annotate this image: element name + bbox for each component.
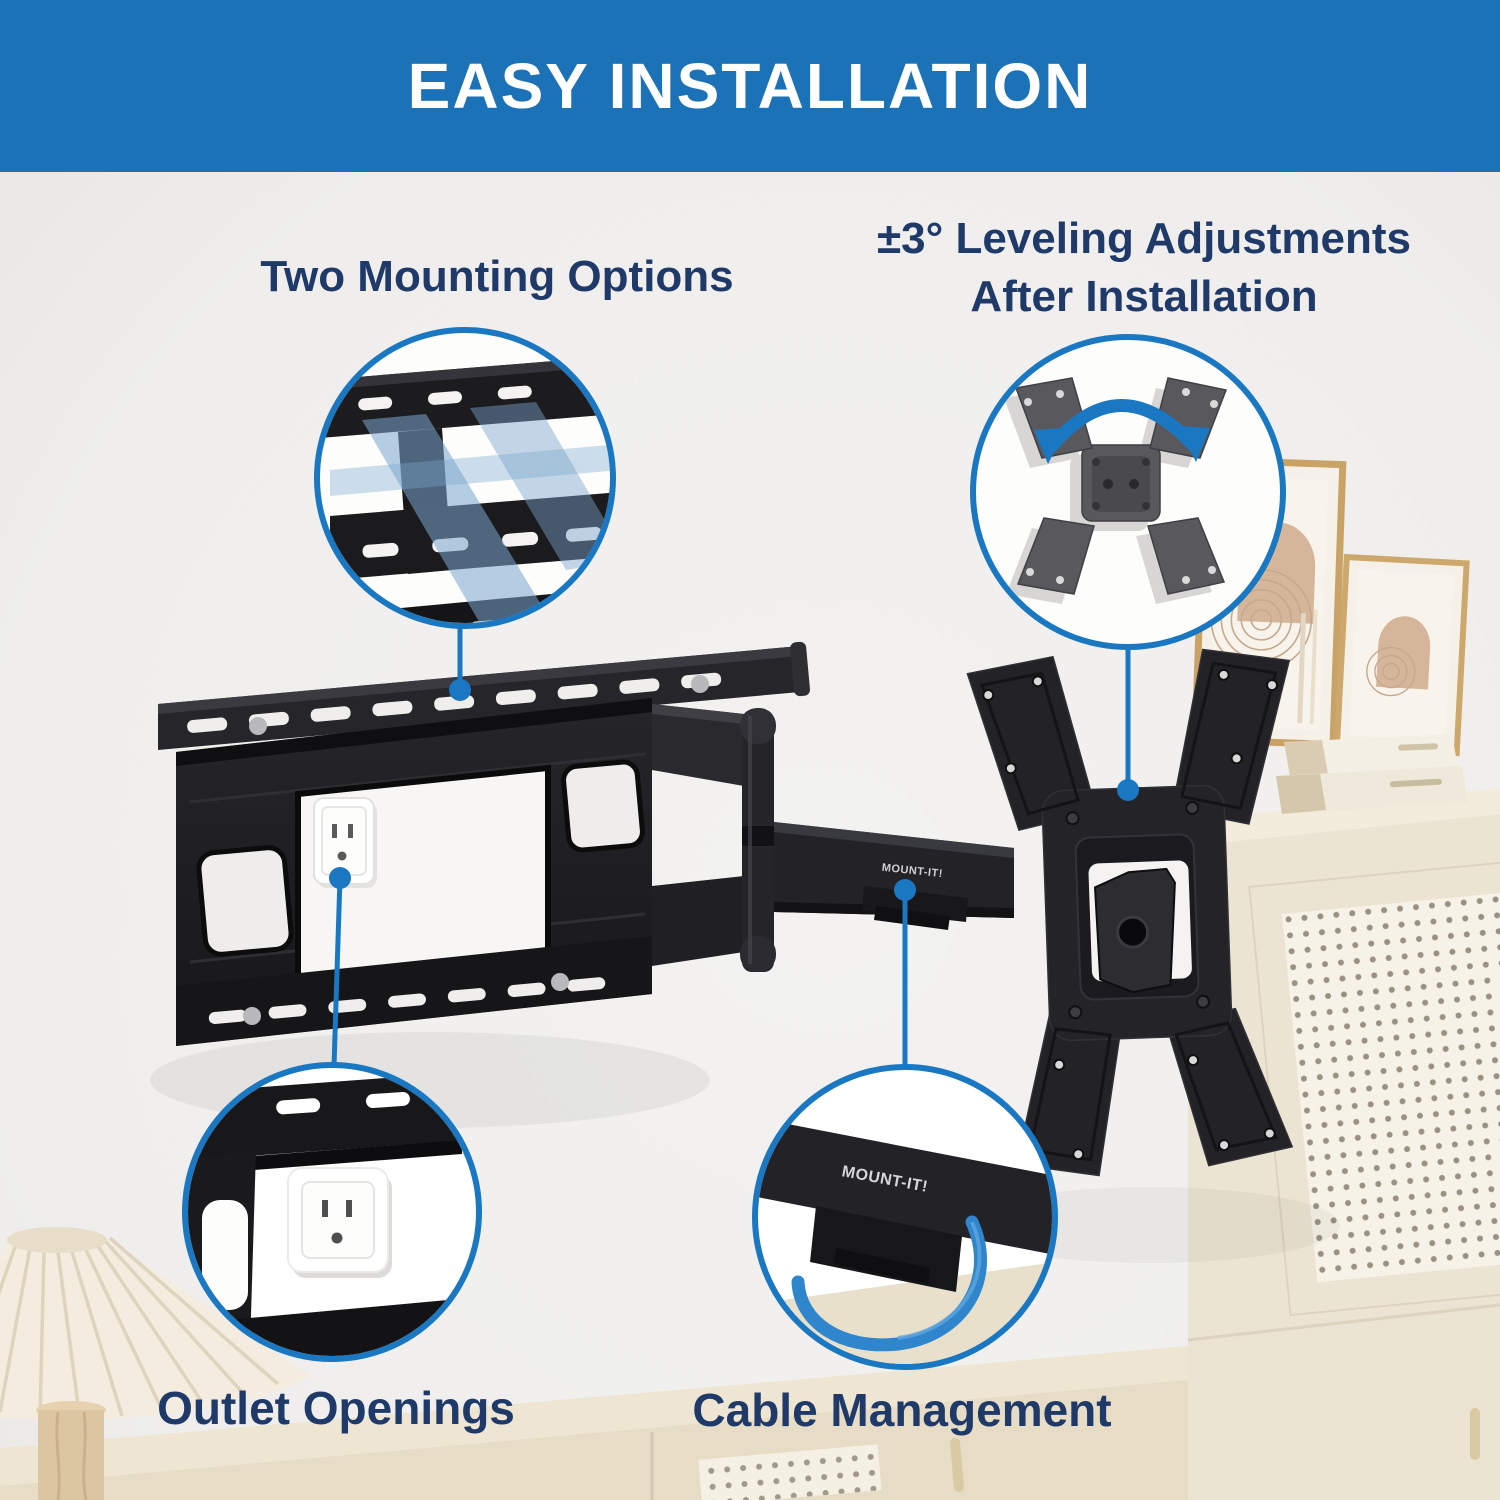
wall-outlet (313, 797, 377, 888)
callout-mounting-options (314, 327, 616, 629)
vesa-plate (966, 648, 1294, 1177)
callout-connectors (331, 626, 1131, 1068)
label-leveling-line1: ±3° Leveling Adjustments (877, 214, 1411, 263)
outlet-zoom (287, 1167, 392, 1278)
label-leveling-adjustments: ±3° Leveling Adjustments After Installat… (877, 210, 1411, 326)
credenza-bottom (0, 1346, 1188, 1500)
credenza-handle (950, 1438, 964, 1492)
callout-leveling (970, 334, 1286, 650)
table-lamp (0, 1227, 310, 1500)
mounting-bolt (249, 717, 267, 735)
wall-plate-body (176, 698, 652, 1046)
mounting-bolt (691, 675, 709, 693)
lamp-pleats (0, 1236, 280, 1421)
plate-cutout-right (561, 759, 645, 853)
mounting-bolt (551, 973, 569, 991)
label-two-mounting-options: Two Mounting Options (260, 252, 734, 301)
wall-plate-top-rail (158, 641, 810, 750)
mounting-bolt (243, 1007, 261, 1025)
highlight-strap (470, 402, 610, 570)
tv-wall-mount-product: MOUNT-IT! (158, 641, 1294, 1177)
vesa-screw-holes (982, 668, 1279, 1161)
label-cable-management: Cable Management (692, 1384, 1112, 1436)
stacked-books (1276, 734, 1468, 814)
articulating-arms (652, 704, 776, 972)
label-leveling-line2: After Installation (970, 272, 1318, 321)
callout-dots (329, 679, 1139, 901)
sideboard-right (1187, 788, 1500, 1500)
header-banner: EASY INSTALLATION (0, 0, 1500, 172)
picture-frame-small (1333, 553, 1470, 757)
highlight-strap (362, 414, 560, 623)
label-outlet-openings: Outlet Openings (157, 1382, 515, 1434)
callout-cable: MOUNT-IT! (752, 1064, 1058, 1370)
cabinet-handle (1470, 1408, 1480, 1460)
rotation-arrow-icon (1034, 399, 1210, 464)
plate-cutout-left (196, 845, 294, 957)
extension-arm: MOUNT-IT! (774, 822, 1014, 930)
page-title: EASY INSTALLATION (407, 50, 1093, 122)
